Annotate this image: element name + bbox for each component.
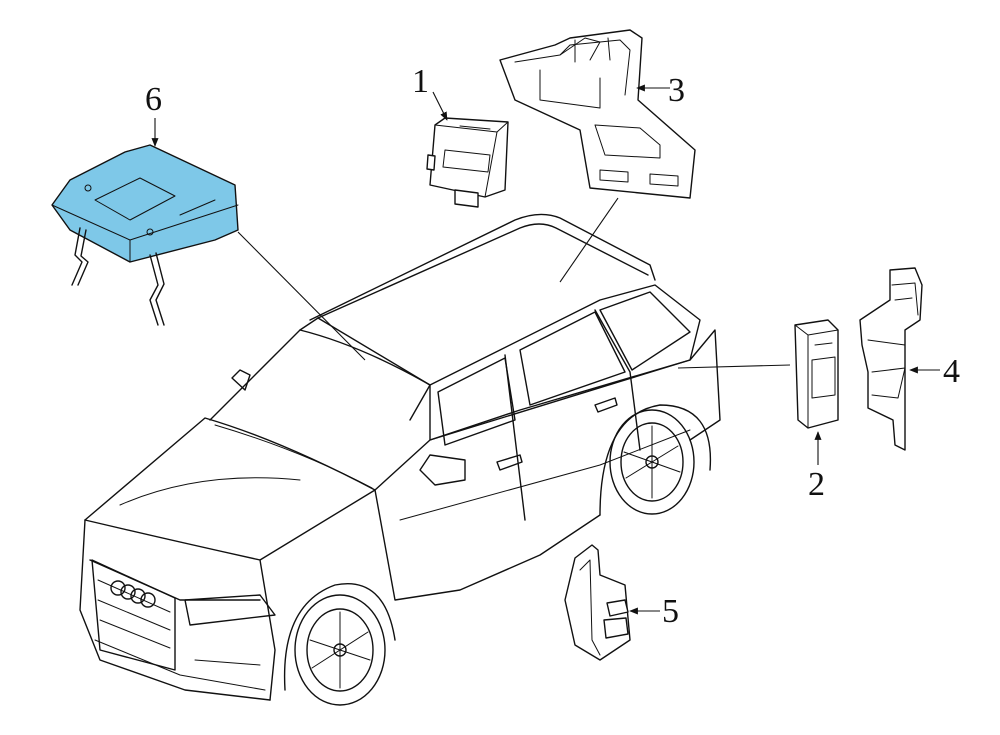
part-6-control-module[interactable]: [51, 144, 239, 326]
part-5-sensor-housing[interactable]: [564, 544, 631, 661]
rear-wheel: [599, 404, 712, 516]
callout-1: 1: [412, 63, 429, 100]
part-4-bracket[interactable]: [859, 267, 923, 451]
callout-3: 3: [668, 72, 685, 109]
part-2-control-unit[interactable]: [794, 319, 839, 429]
leader-lines: [151, 84, 940, 615]
front-wheel: [283, 583, 396, 706]
callout-labels: 1 2 3 4 5 6: [145, 63, 960, 630]
callout-5: 5: [662, 593, 679, 630]
callout-2: 2: [808, 466, 825, 503]
part-6-highlight: [51, 144, 239, 263]
part-3-bracket[interactable]: [499, 29, 696, 199]
vehicle-outline: [79, 213, 721, 706]
callout-6: 6: [145, 81, 162, 118]
part-1-relay-module[interactable]: [426, 117, 509, 208]
callout-4: 4: [943, 353, 960, 390]
